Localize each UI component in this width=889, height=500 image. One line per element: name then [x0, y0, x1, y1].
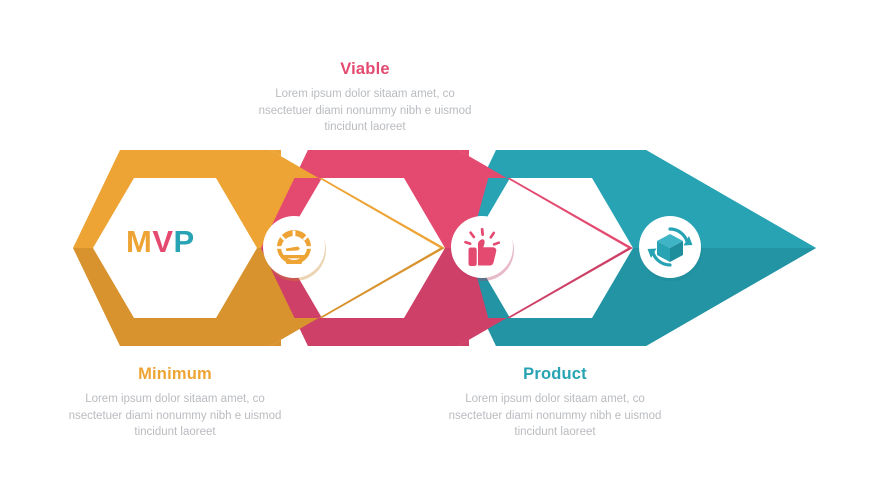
description-minimum: Lorem ipsum dolor sitaam amet, co nsecte… — [68, 393, 282, 438]
arrow-tip-minimum — [270, 150, 445, 346]
arrow-minimum-tip-bottom — [270, 248, 445, 346]
speedometer-icon — [276, 230, 312, 265]
arrow-minimum-hex-cutout — [93, 178, 257, 318]
icon-badge-minimum[interactable] — [263, 216, 326, 281]
description-product: Lorem ipsum dolor sitaam amet, co nsecte… — [448, 393, 662, 438]
arrow-product-hex-cutout-overlay — [469, 178, 633, 318]
mvp-letter-p: P — [173, 224, 195, 259]
text-block-minimum: Minimum Lorem ipsum dolor sitaam amet, c… — [45, 365, 305, 441]
arrow-viable-tip-top — [458, 150, 633, 248]
icon-badge-product[interactable] — [639, 216, 702, 281]
title-minimum: Minimum — [138, 365, 212, 383]
mvp-label: MVP — [126, 224, 195, 260]
title-viable: Viable — [340, 60, 390, 78]
mvp-letter-m: M — [126, 224, 153, 259]
text-block-product: Product Lorem ipsum dolor sitaam amet, c… — [425, 365, 685, 441]
box-refresh-icon — [647, 227, 693, 267]
arrow-overlap-viable — [261, 150, 628, 346]
description-viable: Lorem ipsum dolor sitaam amet, co nsecte… — [258, 88, 472, 133]
mvp-letter-v: V — [152, 224, 174, 259]
text-block-viable: Viable Lorem ipsum dolor sitaam amet, co… — [235, 60, 495, 136]
arrow-tip-viable — [458, 150, 633, 346]
arrow-viable-tip-bottom — [458, 248, 633, 346]
arrow-overlap-product — [469, 150, 816, 346]
icon-circle-minimum — [263, 216, 325, 278]
arrow-minimum-tip-top — [270, 150, 445, 248]
thumbs-up-icon — [464, 227, 501, 266]
icon-badge-viable[interactable] — [451, 216, 514, 281]
title-product: Product — [523, 365, 587, 383]
arrow-viable-hex-cutout-overlay — [281, 178, 445, 318]
